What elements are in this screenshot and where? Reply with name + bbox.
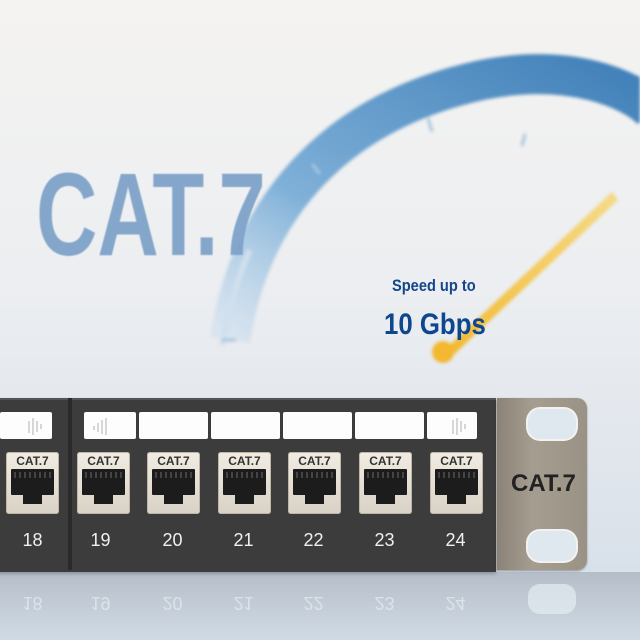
label-strip	[211, 412, 280, 439]
port-label: CAT.7	[228, 454, 261, 468]
port-number: 23	[374, 530, 395, 550]
port-23[interactable]: CAT.7	[359, 452, 412, 514]
reflected-number: 21	[233, 593, 254, 613]
port-number: 22	[303, 530, 324, 550]
reflected-number: 18	[22, 593, 43, 613]
port-number: 24	[445, 530, 466, 550]
rack-ear: CAT.7	[497, 398, 587, 570]
ear-label: CAT.7	[511, 470, 576, 497]
port-21[interactable]: CAT.7	[218, 452, 271, 514]
rj45-jack-icon	[435, 469, 478, 495]
rj45-jack-icon	[293, 469, 336, 495]
signal-icon	[452, 418, 466, 435]
port-label: CAT.7	[16, 454, 49, 468]
reflected-number: 24	[445, 593, 466, 613]
port-19[interactable]: CAT.7	[77, 452, 130, 514]
reflected-number: 19	[90, 593, 111, 613]
reflected-hole	[528, 584, 576, 614]
reflected-number: 22	[303, 593, 324, 613]
port-18[interactable]: CAT.7	[6, 452, 59, 514]
port-label: CAT.7	[369, 454, 402, 468]
port-label: CAT.7	[440, 454, 473, 468]
label-strip	[139, 412, 208, 439]
reflected-number: 23	[374, 593, 395, 613]
label-strip	[0, 412, 52, 439]
rj45-jack-icon	[364, 469, 407, 495]
signal-icon	[28, 418, 42, 435]
rj45-jack-icon	[223, 469, 266, 495]
label-strip	[355, 412, 424, 439]
port-label: CAT.7	[298, 454, 331, 468]
mount-hole	[528, 409, 576, 439]
panel-divider	[68, 398, 72, 570]
port-label: CAT.7	[87, 454, 120, 468]
rj45-jack-icon	[152, 469, 195, 495]
port-22[interactable]: CAT.7	[288, 452, 341, 514]
mount-hole	[528, 531, 576, 561]
label-strip	[84, 412, 136, 439]
port-number: 21	[233, 530, 254, 550]
port-20[interactable]: CAT.7	[147, 452, 200, 514]
speed-label: Speed up to	[392, 276, 476, 295]
port-24[interactable]: CAT.7	[430, 452, 483, 514]
reflected-number: 20	[162, 593, 183, 613]
cat7-headline: CAT.7	[36, 149, 266, 281]
port-number: 20	[162, 530, 183, 550]
port-number: 18	[22, 530, 43, 550]
signal-icon	[93, 418, 107, 435]
label-strip	[283, 412, 352, 439]
rj45-jack-icon	[82, 469, 125, 495]
port-number: 19	[90, 530, 111, 550]
speed-value: 10 Gbps	[384, 308, 486, 341]
gauge-needle	[436, 192, 618, 362]
label-strip	[427, 412, 477, 439]
port-label: CAT.7	[157, 454, 190, 468]
gauge-arc	[210, 54, 640, 344]
rj45-jack-icon	[11, 469, 54, 495]
